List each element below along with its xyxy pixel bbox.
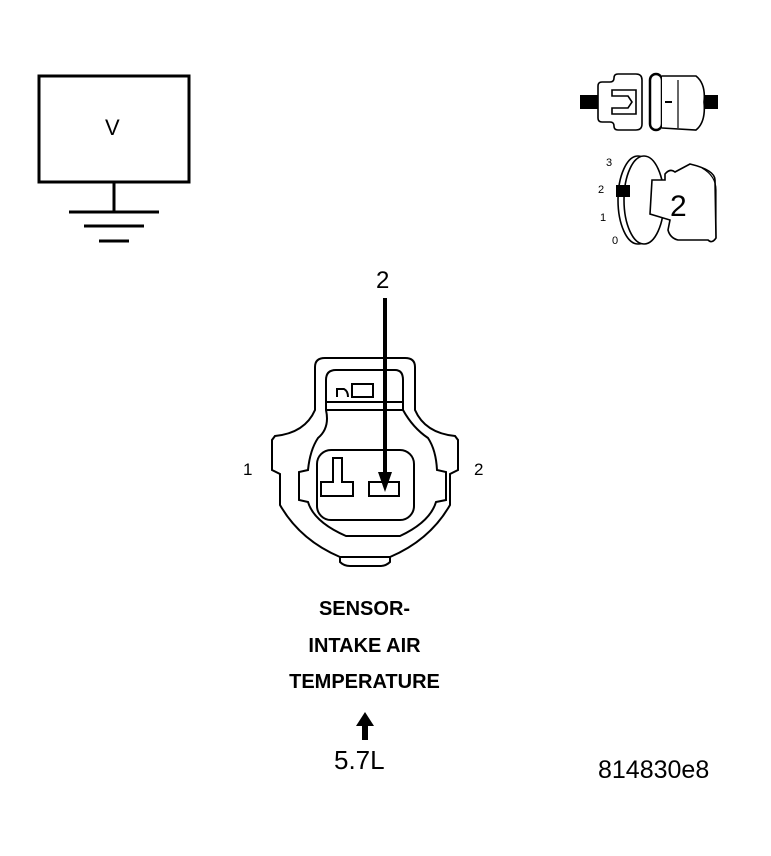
ignition-key-icon: [616, 155, 717, 245]
caption-line-3: TEMPERATURE: [289, 671, 440, 693]
engine-label: 5.7L: [334, 745, 385, 775]
caption-line-1: SENSOR-: [318, 598, 411, 620]
connector-disconnected-icon: [580, 72, 718, 132]
figure-id: 814830e8: [598, 756, 710, 784]
probe-pin-label: 2: [376, 267, 390, 294]
key-position-0: 0: [612, 235, 619, 247]
voltmeter-label: V: [105, 115, 120, 140]
connector-face-icon: [271, 298, 459, 567]
pin-2-label: 2: [474, 460, 484, 479]
key-position-1: 1: [600, 212, 607, 224]
caption-line-2: INTAKE AIR: [308, 635, 421, 657]
voltmeter-ground-icon: [37, 74, 191, 243]
pin-1-label: 1: [243, 460, 253, 479]
key-position-3: 3: [606, 157, 613, 169]
sensor-connector-face: 2 1 2: [230, 260, 510, 580]
key-selected-position: 2: [670, 190, 687, 223]
voltmeter-symbol: V: [0, 0, 240, 260]
arrow-up-icon: [356, 712, 374, 740]
key-position-2: 2: [598, 184, 605, 196]
ignition-key-switch: 3 2 1 0 2: [590, 150, 730, 260]
